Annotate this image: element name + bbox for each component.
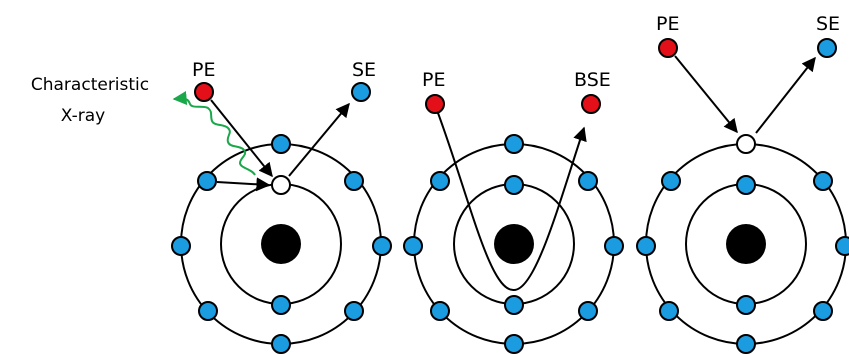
primary-electron-label: PE: [656, 13, 679, 35]
backscattered-electron-label: BSE: [574, 69, 611, 91]
primary-electron-label: PE: [192, 59, 215, 81]
outer-shell-electron: [403, 236, 423, 256]
outer-shell-electron: [813, 171, 833, 191]
vacancy-hole: [271, 175, 291, 195]
primary-electron-path: [210, 99, 273, 178]
nucleus: [261, 224, 301, 264]
primary-electron: [194, 82, 214, 102]
secondary-electron-path: [288, 102, 350, 177]
secondary-electron-path: [755, 56, 816, 134]
xray-label-line2: X-ray: [61, 106, 105, 126]
outer-shell-electron: [504, 334, 524, 354]
outer-shell-electron: [344, 171, 364, 191]
inner-shell-electron: [736, 295, 756, 315]
outer-shell-electron: [430, 171, 450, 191]
panel-secondary-xray: PE SE Characteristic X-ray: [31, 59, 392, 354]
backscattered-electron: [581, 94, 601, 114]
outer-shell-electron: [604, 236, 624, 256]
outer-shell-electron: [835, 236, 849, 256]
inner-shell-electron: [504, 175, 524, 195]
outer-shell-electron: [430, 301, 450, 321]
outer-shell-electron: [171, 236, 191, 256]
outer-shell-electron: [344, 301, 364, 321]
inner-shell-electron: [736, 175, 756, 195]
panel-backscattered: PE BSE: [403, 69, 624, 354]
panel-secondary-outer: PE SE: [636, 13, 849, 354]
outer-shell-electron: [659, 301, 679, 321]
outer-shell-electron: [372, 236, 392, 256]
nucleus: [726, 224, 766, 264]
primary-electron: [425, 94, 445, 114]
transition-arrow: [216, 177, 271, 192]
secondary-electron: [817, 38, 837, 58]
characteristic-xray-photon: [172, 91, 256, 176]
outer-shell-electron: [578, 301, 598, 321]
inner-shell-electron: [504, 295, 524, 315]
vacancy-hole: [736, 134, 756, 154]
outer-shell-electron: [813, 301, 833, 321]
secondary-electron: [351, 82, 371, 102]
outer-shell-electron: [578, 171, 598, 191]
secondary-electron-label: SE: [352, 59, 376, 81]
xray-label-line1: Characteristic: [31, 75, 149, 95]
outer-shell-electron: [661, 171, 681, 191]
backscatter-path: [437, 112, 587, 292]
inner-shell-electron: [271, 295, 291, 315]
outer-shell-electron: [504, 134, 524, 154]
outer-shell-electron: [636, 236, 656, 256]
nucleus: [494, 224, 534, 264]
primary-electron-path: [674, 55, 738, 134]
primary-electron-label: PE: [422, 69, 445, 91]
outer-shell-electron: [271, 334, 291, 354]
primary-electron: [658, 38, 678, 58]
outer-shell-electron: [736, 334, 756, 354]
outer-shell-electron: [197, 171, 217, 191]
outer-shell-electron: [198, 301, 218, 321]
outer-shell-electron: [271, 134, 291, 154]
secondary-electron-label: SE: [816, 13, 840, 35]
